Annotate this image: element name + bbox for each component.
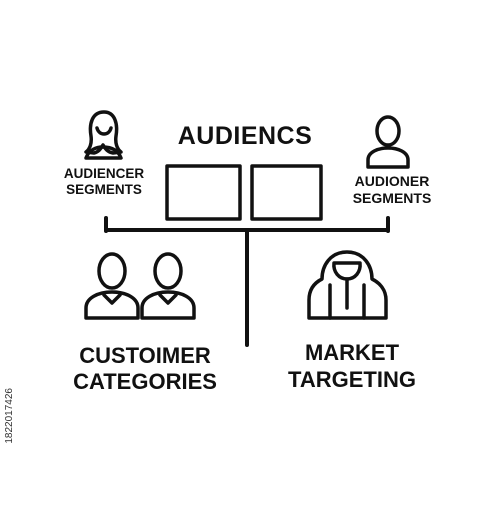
left-persona-label: AUDIENCER SEGMENTS	[64, 166, 144, 198]
two-monitors-icon	[165, 164, 323, 221]
man-user-icon	[366, 115, 410, 169]
customer-categories-line2: CATEGORIES	[73, 369, 217, 395]
two-users-group-icon	[84, 252, 196, 320]
watermark-id: 1822017426	[4, 388, 15, 444]
connector-lines	[104, 216, 390, 347]
left-persona-label-line1: AUDIENCER	[63, 166, 145, 181]
right-persona-label: AUDIONER SEGMENTS	[353, 173, 432, 206]
market-targeting-line1: MARKET	[304, 340, 400, 365]
left-monitor	[165, 164, 242, 221]
customer-categories-line1: CUSTOIMER	[79, 343, 211, 368]
left-persona-label-line2: SEGMENTS	[66, 181, 142, 197]
right-monitor	[250, 164, 323, 221]
woman-user-icon	[84, 110, 123, 160]
market-targeting-line2: TARGETING	[288, 366, 416, 392]
diagram-title: AUDIENCS	[177, 122, 313, 150]
customer-categories-label: CUSTOIMER CATEGORIES	[73, 343, 217, 396]
hooded-figure-icon	[307, 250, 388, 320]
market-targeting-label: MARKET TARGETING	[288, 340, 416, 394]
right-persona-label-line1: AUDIONER	[354, 173, 430, 189]
right-persona-label-line2: SEGMENTS	[352, 189, 432, 206]
